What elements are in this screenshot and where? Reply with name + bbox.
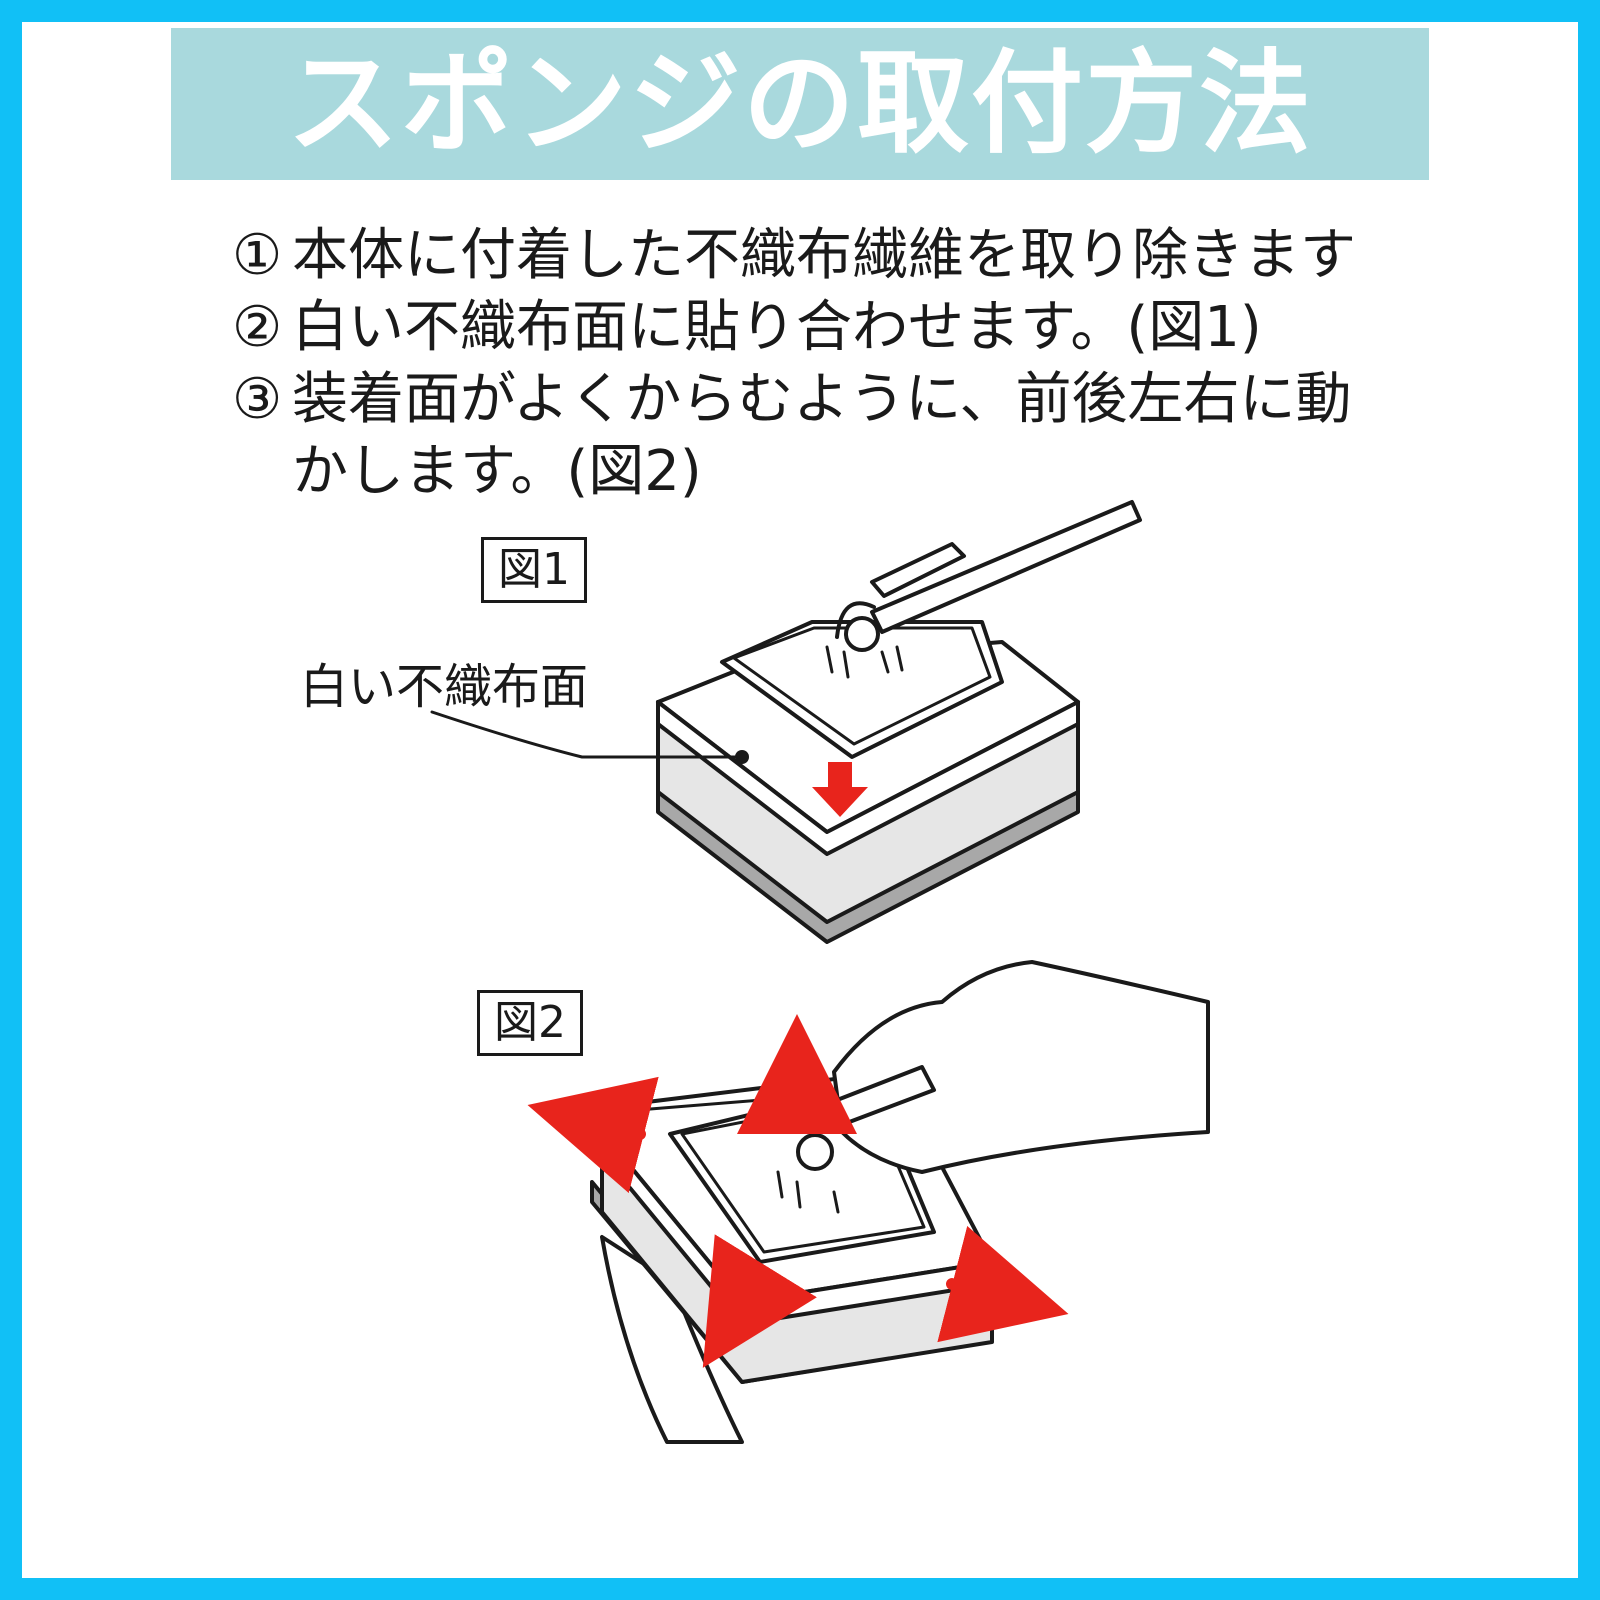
figure-1-illustration — [430, 500, 1142, 944]
figure-2-illustration — [527, 960, 1210, 1444]
mop-handle-clip — [870, 542, 966, 598]
steps-list: ① 本体に付着した不織布繊維を取り除きます ② 白い不織布面に貼り合わせます。(… — [232, 220, 1432, 508]
instruction-panel: スポンジの取付方法 ① 本体に付着した不織布繊維を取り除きます ② 白い不織布面… — [22, 22, 1578, 1578]
arrow-down-icon — [702, 1234, 817, 1368]
title-band: スポンジの取付方法 — [171, 28, 1429, 180]
step-number: ② — [232, 295, 283, 360]
figure-1-label: 図1 — [481, 537, 587, 604]
callout-leader-line — [430, 710, 739, 759]
step-2: ② 白い不織布面に貼り合わせます。(図1) — [232, 292, 1432, 364]
step-number: ③ — [232, 367, 283, 432]
left-hand — [600, 1235, 744, 1444]
step-text: 本体に付着した不織布繊維を取り除きます — [292, 223, 1356, 288]
step-number: ① — [232, 223, 283, 288]
mop-fibers — [825, 645, 904, 679]
arrow-right-icon — [937, 1225, 1069, 1343]
step-text: 白い不織布面に貼り合わせます。(図1) — [292, 295, 1262, 360]
mop-joint — [844, 616, 880, 652]
figure-2-label: 図2 — [477, 990, 583, 1057]
step-3: ③ 装着面がよくからむように、前後左右に動かします。(図2) — [232, 364, 1432, 508]
mop-head-plate — [720, 620, 1004, 759]
page-title: スポンジの取付方法 — [287, 39, 1313, 169]
illustration-canvas — [430, 500, 1210, 1444]
mop-joint-bracket — [835, 601, 876, 639]
arrow-down-icon — [812, 762, 868, 817]
arrow-left-icon — [527, 1076, 659, 1194]
step-text: 装着面がよくからむように、前後左右に動かします。(図2) — [292, 367, 1352, 504]
sponge-white-band — [656, 700, 1080, 856]
right-hand — [832, 960, 1210, 1174]
callout-dot — [735, 750, 749, 764]
mop-handle — [870, 500, 1142, 634]
mop-joint — [796, 1133, 834, 1171]
step-1: ① 本体に付着した不織布繊維を取り除きます — [232, 220, 1432, 292]
mop-head-plate-inner — [732, 626, 992, 746]
mop-fibers — [776, 1170, 840, 1214]
figure-1-callout-text: 白い不織布面 — [300, 659, 589, 715]
